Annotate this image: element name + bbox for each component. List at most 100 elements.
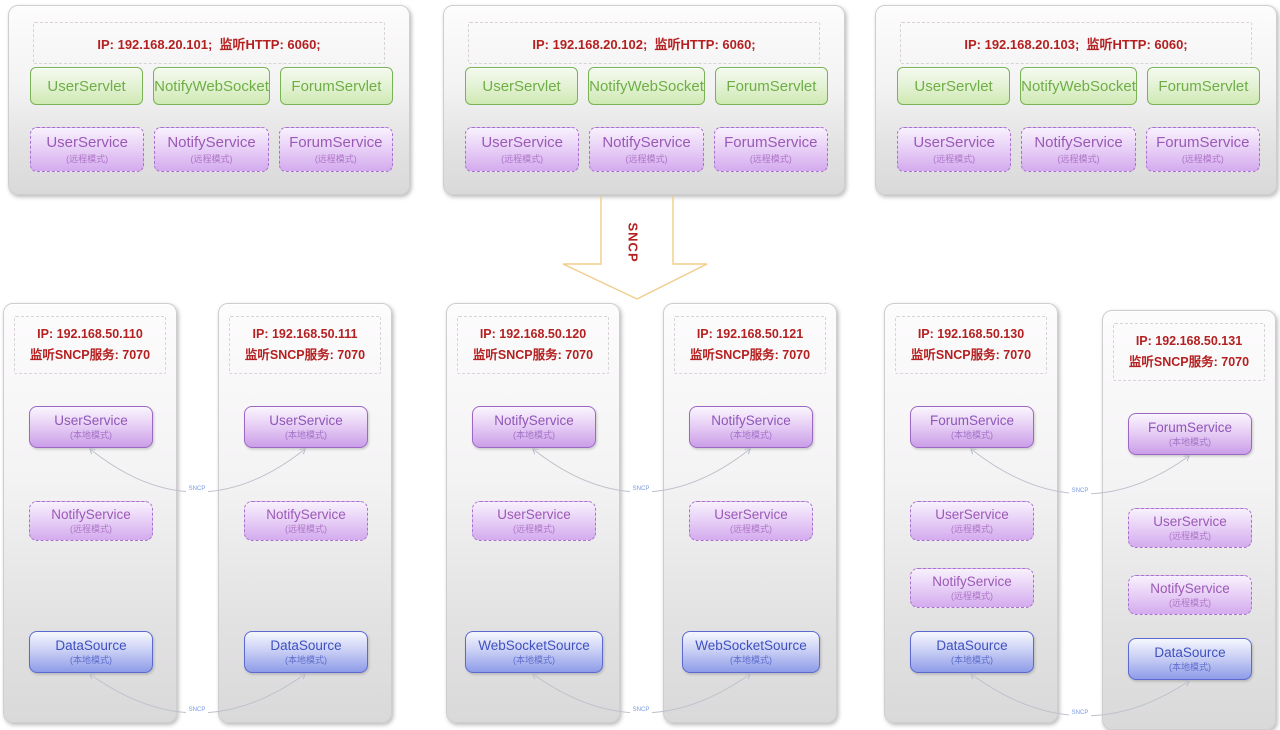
service-name: UserService bbox=[54, 413, 128, 428]
service-mode: (远程模式) bbox=[314, 154, 357, 164]
service-name: ForumService bbox=[929, 413, 1015, 428]
servlet-node: UserServlet bbox=[30, 67, 144, 105]
server-ip-label: IP: 192.168.20.101; 监听HTTP: 6060; bbox=[33, 22, 385, 64]
remote-service-node: UserService (远程模式) bbox=[897, 127, 1012, 172]
service-name: NotifyService bbox=[1034, 134, 1123, 151]
servlet-node: ForumServlet bbox=[714, 67, 828, 105]
sncp-connector-label: SNCP bbox=[186, 706, 208, 714]
listen-line: 监听SNCP服务: 7070 bbox=[472, 348, 594, 362]
remote-service-node: NotifyService (远程模式) bbox=[1128, 575, 1252, 615]
service-name: NotifyService bbox=[51, 507, 131, 522]
ip-line: IP: 192.168.50.130 bbox=[917, 327, 1025, 341]
service-name: NotifyService bbox=[711, 413, 791, 428]
service-mode: (本地模式) bbox=[70, 430, 112, 440]
remote-service-node: NotifyService (远程模式) bbox=[910, 568, 1034, 608]
service-mode: (远程模式) bbox=[501, 154, 544, 164]
local-service-node: NotifyService (本地模式) bbox=[472, 406, 596, 448]
service-mode: (远程模式) bbox=[1169, 531, 1211, 541]
service-name: ForumService bbox=[1156, 134, 1250, 151]
service-name: ForumService bbox=[1147, 420, 1233, 435]
sncp-server-node-121: IP: 192.168.50.121 监听SNCP服务: 7070 Notify… bbox=[663, 303, 837, 723]
sncp-server-node-110: IP: 192.168.50.110 监听SNCP服务: 7070 UserSe… bbox=[3, 303, 177, 723]
listen-line: 监听SNCP服务: 7070 bbox=[910, 348, 1032, 362]
servlet-node: NotifyWebSocket bbox=[588, 67, 705, 105]
service-name: WebSocketSource bbox=[695, 638, 807, 653]
service-name: NotifyService bbox=[494, 413, 574, 428]
service-mode: (本地模式) bbox=[1169, 662, 1211, 672]
service-name: NotifyService bbox=[932, 574, 1012, 589]
server-ip-label: IP: 192.168.50.120 监听SNCP服务: 7070 bbox=[457, 316, 609, 374]
service-name: ForumService bbox=[289, 134, 383, 151]
service-name: ForumService bbox=[724, 134, 818, 151]
server-ip-label: IP: 192.168.20.102; 监听HTTP: 6060; bbox=[468, 22, 820, 64]
server-ip-label: IP: 192.168.50.121 监听SNCP服务: 7070 bbox=[674, 316, 826, 374]
datasource-node: DataSource (本地模式) bbox=[244, 631, 368, 673]
sncp-server-node-111: IP: 192.168.50.111 监听SNCP服务: 7070 UserSe… bbox=[218, 303, 392, 723]
servlet-row: UserServlet NotifyWebSocket ForumServlet bbox=[30, 67, 393, 105]
sncp-arrow-label: SNCP bbox=[625, 222, 641, 263]
sncp-server-node-131: IP: 192.168.50.131 监听SNCP服务: 7070 ForumS… bbox=[1102, 310, 1276, 730]
sncp-connector-label: SNCP bbox=[630, 706, 652, 714]
ip-line: IP: 192.168.50.121 bbox=[696, 327, 804, 341]
remote-service-row: UserService (远程模式) NotifyService (远程模式) … bbox=[897, 127, 1260, 172]
sncp-connector-label: SNCP bbox=[186, 485, 208, 493]
servlet-node: NotifyWebSocket bbox=[1020, 67, 1137, 105]
datasource-node: DataSource (本地模式) bbox=[29, 631, 153, 673]
service-name: NotifyService bbox=[266, 507, 346, 522]
service-mode: (本地模式) bbox=[513, 655, 555, 665]
remote-service-node: NotifyService (远程模式) bbox=[244, 501, 368, 541]
service-mode: (远程模式) bbox=[70, 524, 112, 534]
service-name: DataSource bbox=[936, 638, 1008, 653]
service-name: UserService bbox=[497, 507, 571, 522]
service-mode: (远程模式) bbox=[285, 524, 327, 534]
service-mode: (本地模式) bbox=[285, 430, 327, 440]
ip-line: IP: 192.168.50.111 bbox=[252, 327, 358, 341]
service-name: UserService bbox=[935, 507, 1009, 522]
server-ip-label: IP: 192.168.50.111 监听SNCP服务: 7070 bbox=[229, 316, 381, 374]
service-mode: (远程模式) bbox=[513, 524, 555, 534]
service-mode: (本地模式) bbox=[1169, 437, 1211, 447]
service-mode: (远程模式) bbox=[951, 524, 993, 534]
service-mode: (远程模式) bbox=[951, 591, 993, 601]
server-ip-label: IP: 192.168.20.103; 监听HTTP: 6060; bbox=[900, 22, 1252, 64]
service-name: DataSource bbox=[270, 638, 342, 653]
service-mode: (远程模式) bbox=[749, 154, 792, 164]
remote-service-node: NotifyService (远程模式) bbox=[29, 501, 153, 541]
sncp-connector-label: SNCP bbox=[1069, 487, 1091, 495]
service-mode: (本地模式) bbox=[730, 430, 772, 440]
service-mode: (远程模式) bbox=[1181, 154, 1224, 164]
service-mode: (远程模式) bbox=[933, 154, 976, 164]
http-server-node-102: IP: 192.168.20.102; 监听HTTP: 6060; UserSe… bbox=[443, 5, 845, 195]
websocketsource-node: WebSocketSource (本地模式) bbox=[465, 631, 603, 673]
service-name: DataSource bbox=[55, 638, 127, 653]
http-server-node-103: IP: 192.168.20.103; 监听HTTP: 6060; UserSe… bbox=[875, 5, 1277, 195]
servlet-row: UserServlet NotifyWebSocket ForumServlet bbox=[465, 67, 828, 105]
servlet-node: ForumServlet bbox=[1146, 67, 1260, 105]
service-mode: (本地模式) bbox=[951, 430, 993, 440]
service-name: NotifyService bbox=[167, 134, 256, 151]
service-mode: (本地模式) bbox=[70, 655, 112, 665]
datasource-node: DataSource (本地模式) bbox=[1128, 638, 1252, 680]
service-name: UserService bbox=[481, 134, 563, 151]
service-mode: (本地模式) bbox=[285, 655, 327, 665]
datasource-node: DataSource (本地模式) bbox=[910, 631, 1034, 673]
local-service-node: NotifyService (本地模式) bbox=[689, 406, 813, 448]
ip-line: IP: 192.168.50.131 bbox=[1135, 334, 1243, 348]
remote-service-node: UserService (远程模式) bbox=[1128, 508, 1252, 548]
remote-service-node: UserService (远程模式) bbox=[472, 501, 596, 541]
remote-service-row: UserService (远程模式) NotifyService (远程模式) … bbox=[465, 127, 828, 172]
remote-service-node: UserService (远程模式) bbox=[30, 127, 145, 172]
http-server-node-101: IP: 192.168.20.101; 监听HTTP: 6060; UserSe… bbox=[8, 5, 410, 195]
service-name: UserService bbox=[714, 507, 788, 522]
remote-service-node: UserService (远程模式) bbox=[689, 501, 813, 541]
servlet-node: UserServlet bbox=[465, 67, 579, 105]
service-mode: (本地模式) bbox=[513, 430, 555, 440]
server-ip-label: IP: 192.168.50.131 监听SNCP服务: 7070 bbox=[1113, 323, 1265, 381]
remote-service-node: UserService (远程模式) bbox=[910, 501, 1034, 541]
service-mode: (远程模式) bbox=[66, 154, 109, 164]
server-ip-label: IP: 192.168.50.130 监听SNCP服务: 7070 bbox=[895, 316, 1047, 374]
remote-service-node: NotifyService (远程模式) bbox=[1021, 127, 1136, 172]
service-mode: (远程模式) bbox=[1057, 154, 1100, 164]
remote-service-node: ForumService (远程模式) bbox=[278, 127, 393, 172]
service-name: NotifyService bbox=[602, 134, 691, 151]
